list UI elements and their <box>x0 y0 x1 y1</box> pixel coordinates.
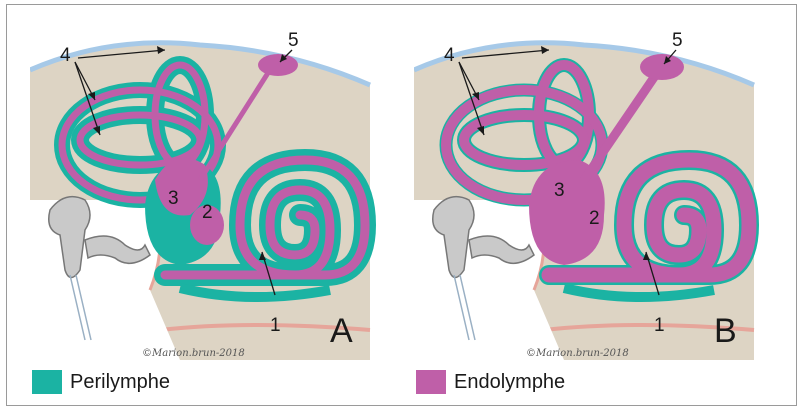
inner-ear-diagram-a <box>30 30 390 360</box>
panel-letter-a: A <box>330 312 353 351</box>
perilymph-swatch <box>32 370 62 394</box>
legend-label-perilymph: Perilymphe <box>70 371 170 394</box>
inner-ear-diagram-b <box>414 30 774 360</box>
credit-text: ©Marion.brun-2018 <box>526 348 629 359</box>
label-1: 1 <box>270 315 281 337</box>
panel-letter-b: B <box>714 312 737 351</box>
label-4: 4 <box>444 45 455 67</box>
legend-perilymph: Perilymphe <box>32 370 170 394</box>
label-3: 3 <box>554 180 565 202</box>
label-3: 3 <box>168 188 179 210</box>
credit-text: ©Marion.brun-2018 <box>142 348 245 359</box>
panel-a-inner-ear: 3 2 4 5 1 A ©Marion.brun-2018 <box>30 30 390 360</box>
endolymph-swatch <box>416 370 446 394</box>
label-5: 5 <box>288 30 299 52</box>
label-1: 1 <box>654 315 665 337</box>
legend-endolymph: Endolymphe <box>416 370 565 394</box>
panel-b-inner-ear: 3 2 4 5 1 B ©Marion.brun-2018 <box>414 30 774 360</box>
label-4: 4 <box>60 45 71 67</box>
legend-label-endolymph: Endolymphe <box>454 371 565 394</box>
label-5: 5 <box>672 30 683 52</box>
label-2: 2 <box>589 208 600 230</box>
label-2: 2 <box>202 202 213 224</box>
